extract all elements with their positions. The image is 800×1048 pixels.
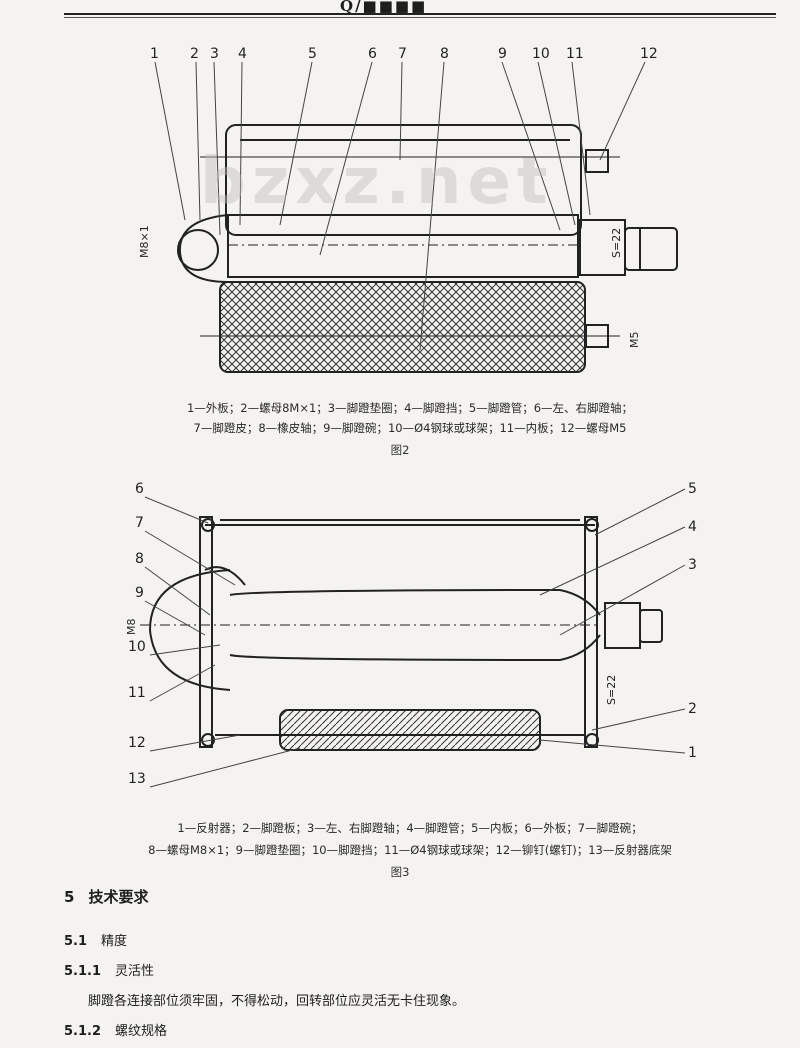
section-title: 精度 (101, 934, 128, 949)
figure-3-drawing: 6 7 8 9 10 11 12 13 1 2 3 4 5 M8 S=22 (125, 481, 697, 788)
fig2-callout-3: 3 (210, 46, 219, 62)
section-title: 灵活性 (115, 964, 155, 979)
section-title: 螺纹规格 (115, 1024, 168, 1039)
section-5-1-1: 5.1.1 灵活性 (64, 960, 154, 979)
fig3-callout-4: 4 (688, 519, 697, 535)
fig2-callout-12: 12 (640, 46, 658, 62)
fig2-dim-right: S=22 (610, 228, 623, 258)
section-title: 技术要求 (88, 888, 149, 906)
fig3-title: 图3 (390, 865, 410, 879)
figure-2-drawing: 1 2 3 4 5 6 7 8 9 10 11 12 M8×1 S=22 M5 (138, 46, 678, 373)
fig2-callout-6: 6 (368, 46, 377, 62)
fig2-callout-7: 7 (398, 46, 407, 62)
fig2-callout-2: 2 (190, 46, 199, 62)
fig2-callout-11: 11 (566, 46, 584, 62)
fig3-callout-9: 9 (135, 585, 144, 601)
paragraph-text: 脚蹬各连接部位须牢固，不得松动，回转部位应灵活无卡住现象。 (88, 994, 466, 1009)
fig3-callout-11: 11 (128, 685, 146, 701)
fig3-dim-left: M8 (125, 619, 138, 636)
fig3-callout-1: 1 (688, 745, 697, 761)
fig3-callout-2: 2 (688, 701, 697, 717)
running-header: Q/■■■■ (340, 0, 428, 15)
fig2-callout-9: 9 (498, 46, 507, 62)
fig3-callout-8: 8 (135, 551, 144, 567)
fig2-dim-bolt: M5 (628, 332, 641, 349)
fig3-callout-13: 13 (128, 771, 146, 787)
fig2-callout-5: 5 (308, 46, 317, 62)
fig3-callout-3: 3 (688, 557, 697, 573)
section-5-1: 5.1 精度 (64, 930, 127, 949)
section-number: 5.1.2 (64, 1024, 102, 1039)
section-5: 5 技术要求 (64, 886, 148, 907)
header-rule (64, 13, 776, 15)
header-rule-thin (64, 17, 776, 18)
fig2-callout-1: 1 (150, 46, 159, 62)
fig3-caption-line2: 8—螺母M8×1；9—脚蹬垫圈；10—脚蹬挡；11—Ø4钢球或球架；12—铆钉(… (148, 843, 672, 857)
fig2-caption-line2: 7—脚蹬皮；8—橡皮轴；9—脚蹬碗；10—Ø4钢球或球架；11—内板；12—螺母… (193, 421, 627, 435)
fig3-dim-right: S=22 (605, 675, 618, 705)
paragraph-flexibility: 脚蹬各连接部位须牢固，不得松动，回转部位应灵活无卡住现象。 (88, 990, 465, 1009)
section-number: 5.1 (64, 934, 88, 949)
watermark: bzxz.net (200, 145, 554, 219)
fig2-caption-line1: 1—外板；2—螺母8M×1；3—脚蹬垫圈；4—脚蹬挡；5—脚蹬管；6—左、右脚蹬… (186, 401, 634, 415)
section-number: 5.1.1 (64, 964, 102, 979)
section-number: 5 (64, 888, 75, 906)
fig3-callout-7: 7 (135, 515, 144, 531)
fig2-title: 图2 (390, 443, 410, 457)
fig3-callout-6: 6 (135, 481, 144, 497)
fig2-callout-8: 8 (440, 46, 449, 62)
fig3-callout-10: 10 (128, 639, 146, 655)
fig3-callout-12: 12 (128, 735, 146, 751)
fig2-callout-4: 4 (238, 46, 247, 62)
fig2-dim-left: M8×1 (138, 225, 151, 258)
section-5-1-2: 5.1.2 螺纹规格 (64, 1020, 167, 1039)
fig3-callout-5: 5 (688, 481, 697, 497)
fig2-callout-10: 10 (532, 46, 550, 62)
fig3-caption-line1: 1—反射器；2—脚蹬板；3—左、右脚蹬轴；4—脚蹬管；5—内板；6—外板；7—脚… (177, 821, 643, 835)
